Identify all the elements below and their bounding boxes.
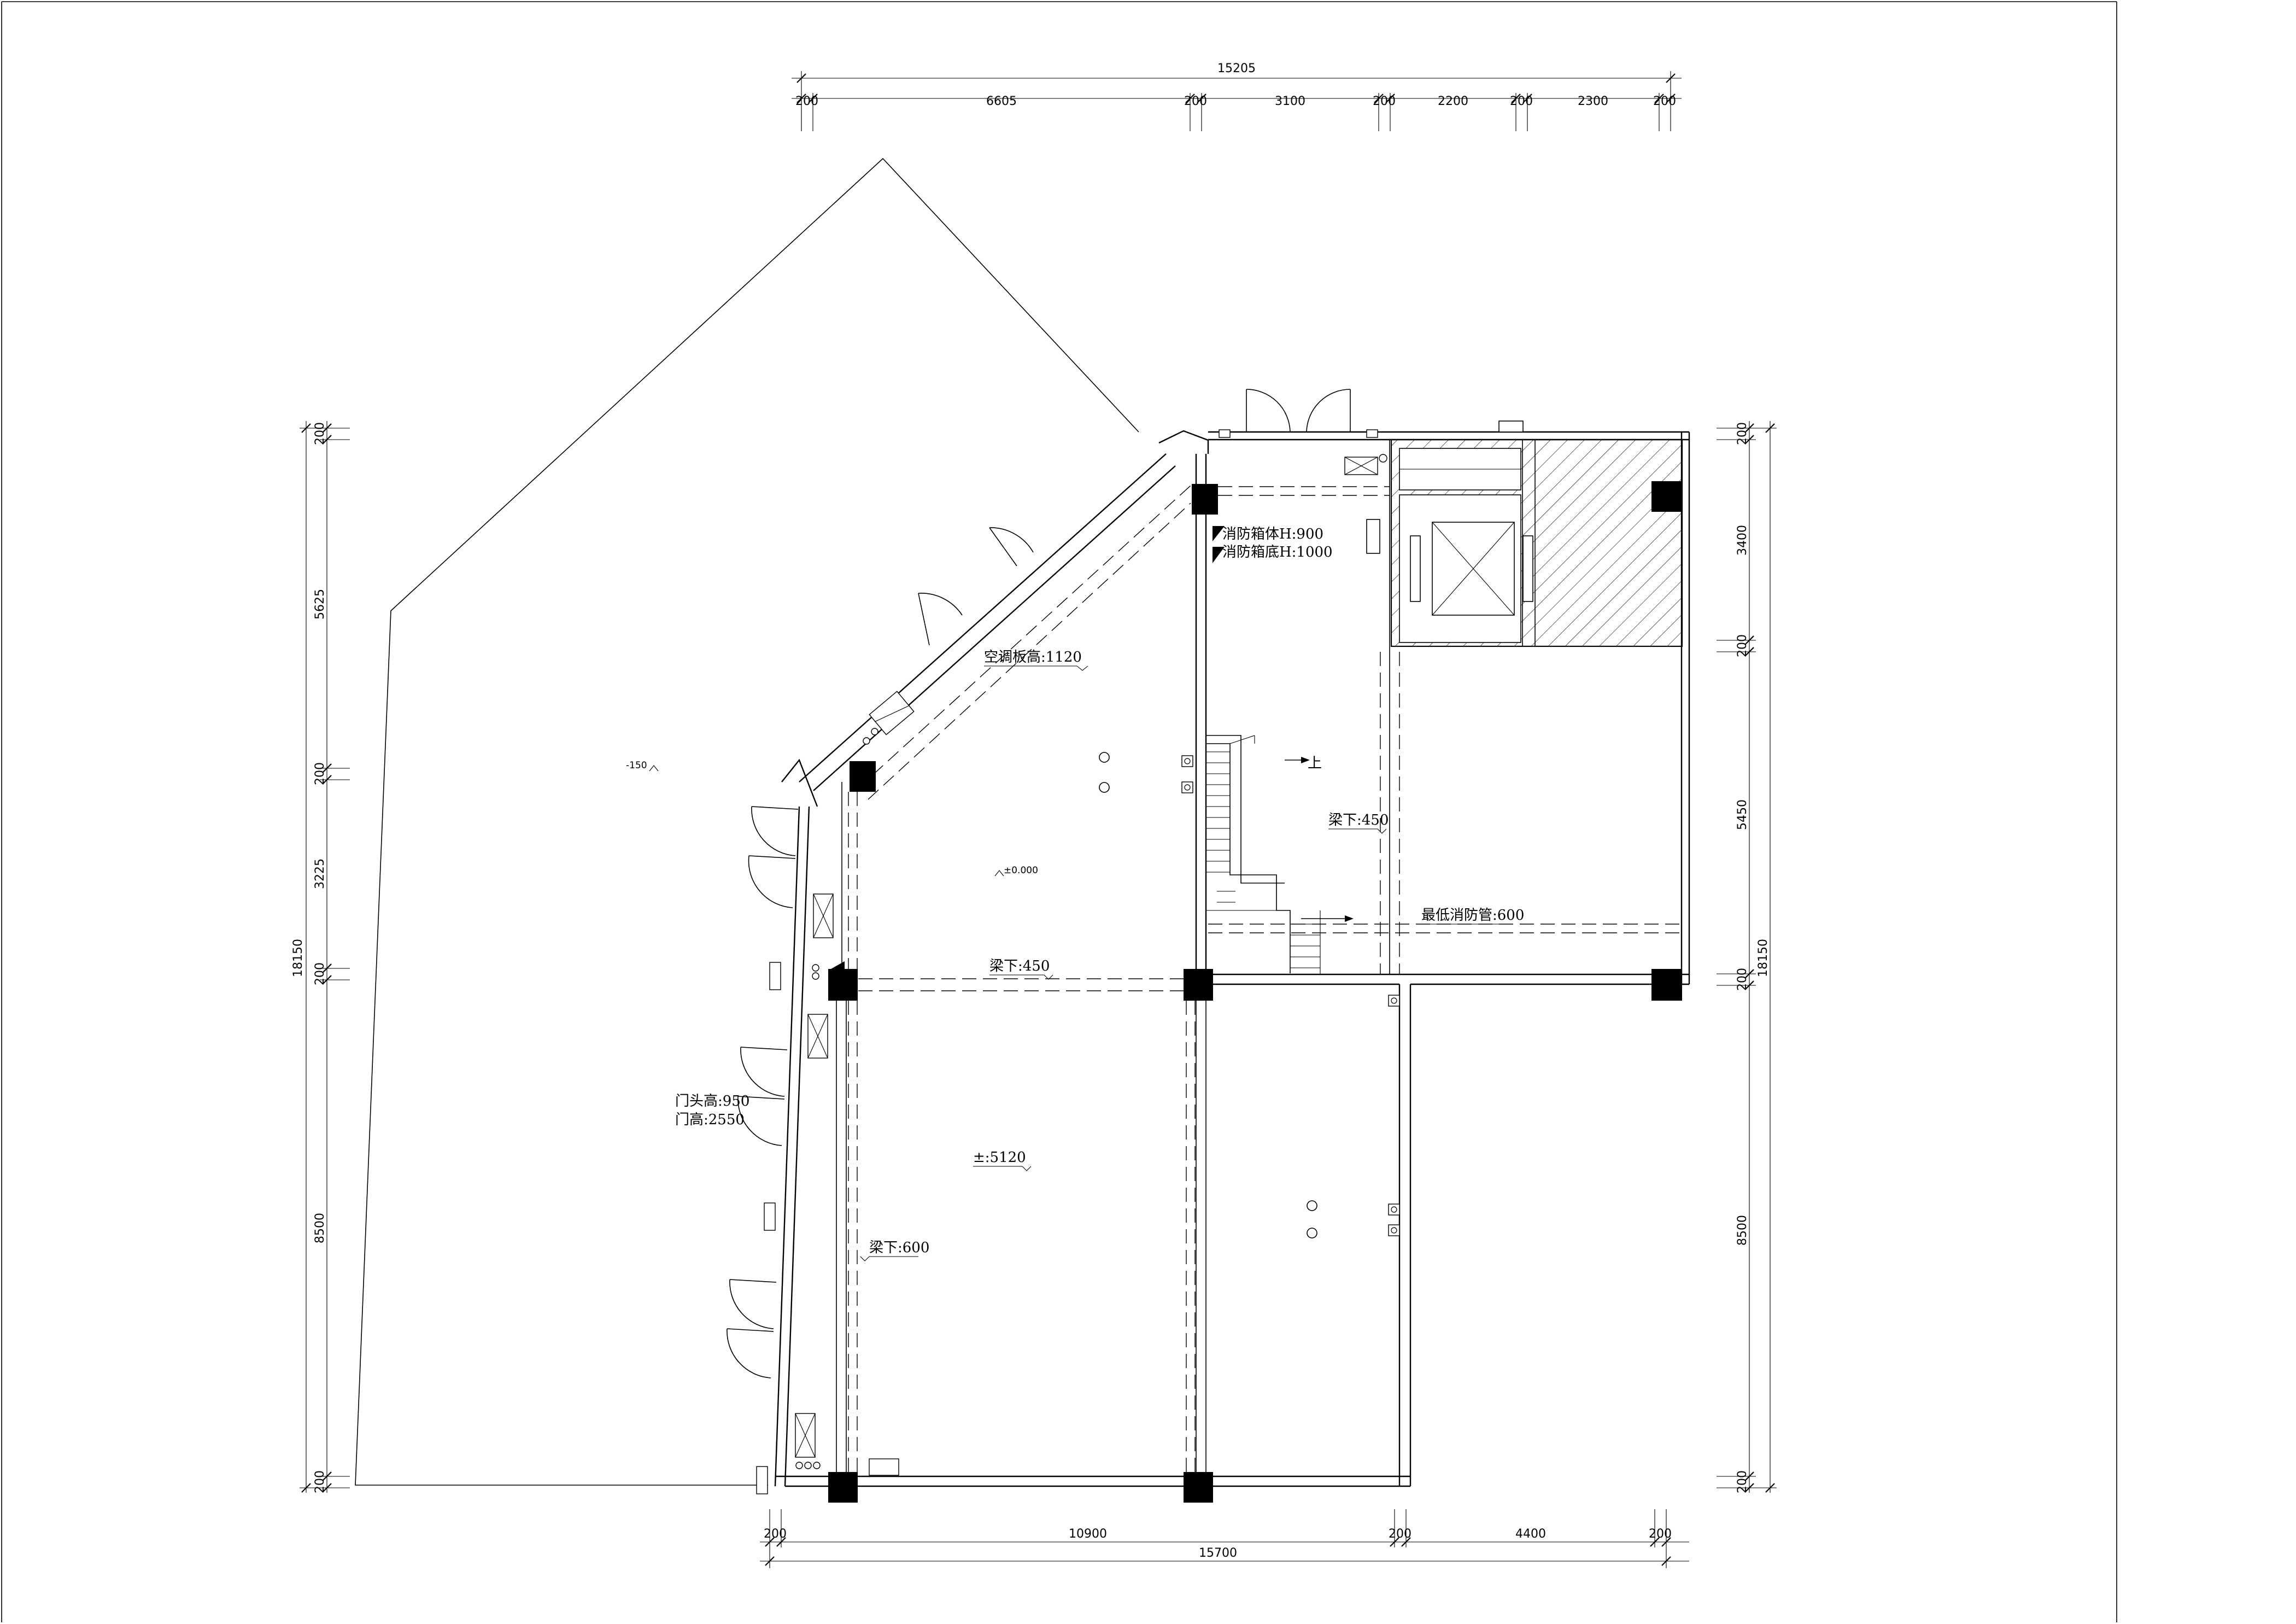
top-dim: 200 — [1510, 95, 1533, 108]
top-dim: 200 — [1184, 95, 1207, 108]
right-dim: 8500 — [1736, 1215, 1749, 1246]
fixtures — [1099, 752, 1400, 1239]
ac-board-label: 空调板高:1120 — [984, 649, 1082, 665]
ceiling-height-label: ±:5120 — [973, 1149, 1026, 1166]
right-dim: 200 — [1736, 422, 1749, 445]
door-head-label: 门头高:950 — [675, 1093, 749, 1109]
bottom-dim: 200 — [1389, 1527, 1411, 1541]
column — [1184, 969, 1213, 1001]
door-height-label: 门高:2550 — [675, 1112, 745, 1128]
left-dim: 200 — [313, 1470, 327, 1493]
column — [850, 761, 876, 792]
left-dim: 200 — [313, 422, 327, 445]
bottom-dim: 200 — [1649, 1527, 1672, 1541]
right-dim: 200 — [1736, 968, 1749, 991]
right-dim: 5450 — [1736, 799, 1749, 830]
fire-box-bottom-label: 消防箱底H:1000 — [1222, 544, 1333, 560]
bottom-dim: 200 — [764, 1527, 787, 1541]
sheet-border — [1, 1, 2117, 1622]
left-total-dim: 18150 — [291, 939, 305, 977]
bottom-dimension-chain: 200 10900 200 4400 200 15700 — [760, 1509, 1689, 1568]
level-zero-label: ±0.000 — [1004, 865, 1038, 876]
bottom-dim: 4400 — [1515, 1527, 1546, 1541]
beam-label-lower: 梁下:600 — [869, 1240, 929, 1256]
column — [1651, 969, 1682, 1001]
right-dim: 200 — [1736, 1470, 1749, 1493]
elevator-shaft-zone — [1366, 420, 1683, 647]
stair-up-label: 上 — [1308, 755, 1322, 772]
left-dim: 200 — [313, 962, 327, 985]
facade-doors-west — [727, 806, 899, 1494]
north-entry-door — [1219, 389, 1378, 438]
outdoor-terrace-outline — [355, 157, 1139, 1486]
top-dim: 200 — [795, 95, 818, 108]
top-dim: 200 — [1653, 95, 1676, 108]
annotations: 消防箱体H:900 消防箱底H:1000 空调板高:1120 梁下:450 最低… — [626, 526, 1524, 1261]
right-total-dim: 18150 — [1756, 939, 1770, 977]
top-dim: 200 — [1373, 95, 1396, 108]
top-dimension-chain: 15205 200 6605 200 3100 200 2200 200 230… — [792, 62, 1682, 131]
equipment-boxes — [1213, 454, 1387, 563]
top-dim: 6605 — [986, 95, 1017, 108]
right-dimension-chain: 200 3400 200 5450 200 8500 200 18150 — [1717, 421, 1777, 1493]
staircase: 上 — [1206, 735, 1354, 974]
right-dim: 3400 — [1736, 525, 1749, 556]
left-dim: 200 — [313, 762, 327, 785]
top-total-dim: 15205 — [1217, 62, 1256, 75]
level-outdoor-label: -150 — [626, 760, 647, 771]
left-dimension-chain: 200 5625 200 3225 200 8500 200 18150 — [291, 421, 350, 1493]
column — [828, 1472, 858, 1503]
top-dim: 3100 — [1275, 95, 1305, 108]
min-fire-pipe-label: 最低消防管:600 — [1421, 907, 1524, 924]
right-dim: 200 — [1736, 634, 1749, 657]
left-dim: 5625 — [313, 589, 327, 620]
top-dim: 2200 — [1438, 95, 1468, 108]
facade-doors-diagonal — [863, 527, 1034, 745]
left-dim: 3225 — [313, 858, 327, 889]
column — [1192, 484, 1218, 515]
beam-label-right: 梁下:450 — [1328, 812, 1389, 828]
left-dim: 8500 — [313, 1213, 327, 1243]
column — [1184, 1472, 1213, 1503]
bottom-total-dim: 15700 — [1199, 1546, 1237, 1560]
bottom-dim: 10900 — [1069, 1527, 1107, 1541]
fire-box-body-label: 消防箱体H:900 — [1222, 526, 1323, 542]
beam-label-mid: 梁下:450 — [989, 958, 1050, 974]
top-dim: 2300 — [1578, 95, 1608, 108]
